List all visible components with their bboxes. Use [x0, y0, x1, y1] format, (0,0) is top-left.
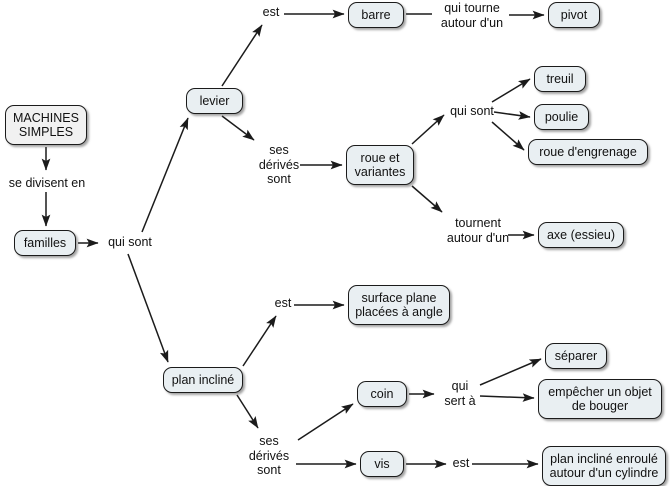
node-coin[interactable]: coin — [357, 381, 407, 407]
node-poulie[interactable]: poulie — [534, 104, 589, 130]
node-surface-plane[interactable]: surface plane placées à angle — [348, 285, 450, 325]
edge-label-ses-derives-sont-levier: ses dérivés sont — [258, 143, 300, 186]
node-plan-incline-enroule[interactable]: plan incliné enroulé autour d'un cylindr… — [542, 446, 666, 486]
edge-label-ses-derives-sont-plan: ses dérivés sont — [248, 434, 290, 477]
edge-plan-to-est — [242, 315, 277, 367]
node-machines-simples[interactable]: MACHINES SIMPLES — [5, 105, 87, 145]
node-pivot[interactable]: pivot — [548, 2, 600, 28]
edge-quisont-to-treuil — [491, 78, 531, 103]
edge-levier-to-est — [221, 24, 263, 87]
node-roue-d-engrenage[interactable]: roue d'engrenage — [528, 139, 648, 165]
edge-label-qui-sert-a: qui sert à — [444, 379, 476, 408]
edge-quisont-to-plan — [127, 253, 169, 363]
node-roue-et-variantes[interactable]: roue et variantes — [346, 145, 414, 185]
edge-label-tournent-autour-d-un: tournent autour d'un — [446, 216, 510, 245]
edge-roue-to-quisont — [411, 114, 445, 145]
edge-sesderives-to-coin — [297, 403, 354, 441]
node-barre[interactable]: barre — [348, 2, 404, 28]
edge-label-est-levier-barre: est — [262, 5, 280, 19]
node-vis[interactable]: vis — [360, 451, 404, 477]
edge-label-qui-tourne-autour-d-un: qui tourne autour d'un — [440, 1, 504, 30]
node-axe-essieu[interactable]: axe (essieu) — [538, 222, 624, 248]
edge-quisont-to-poulie — [493, 111, 531, 120]
edge-label-qui-sont-familles: qui sont — [108, 235, 152, 249]
edge-quiserta-to-separer — [479, 358, 542, 386]
node-empecher-un-objet-de-bouger[interactable]: empêcher un objet de bouger — [538, 379, 662, 419]
edge-label-se-divisent-en: se divisent en — [8, 176, 86, 190]
node-plan-incline[interactable]: plan incliné — [163, 367, 243, 393]
node-separer[interactable]: séparer — [545, 343, 607, 369]
edge-label-qui-sont-roue: qui sont — [450, 104, 494, 118]
edge-label-est-vis: est — [452, 456, 470, 470]
edge-quisont-to-levier — [141, 117, 189, 233]
node-levier[interactable]: levier — [186, 88, 243, 114]
edge-quiserta-to-empecher — [479, 393, 535, 402]
node-treuil[interactable]: treuil — [534, 66, 586, 92]
edge-roue-to-tournent — [411, 185, 443, 213]
edge-levier-to-sesderives — [221, 115, 255, 141]
edge-quisont-to-engrenage — [491, 121, 525, 151]
edge-plan-to-sesderives — [236, 394, 259, 429]
edge-label-est-plan-surface: est — [274, 296, 292, 310]
node-familles[interactable]: familles — [14, 230, 76, 256]
